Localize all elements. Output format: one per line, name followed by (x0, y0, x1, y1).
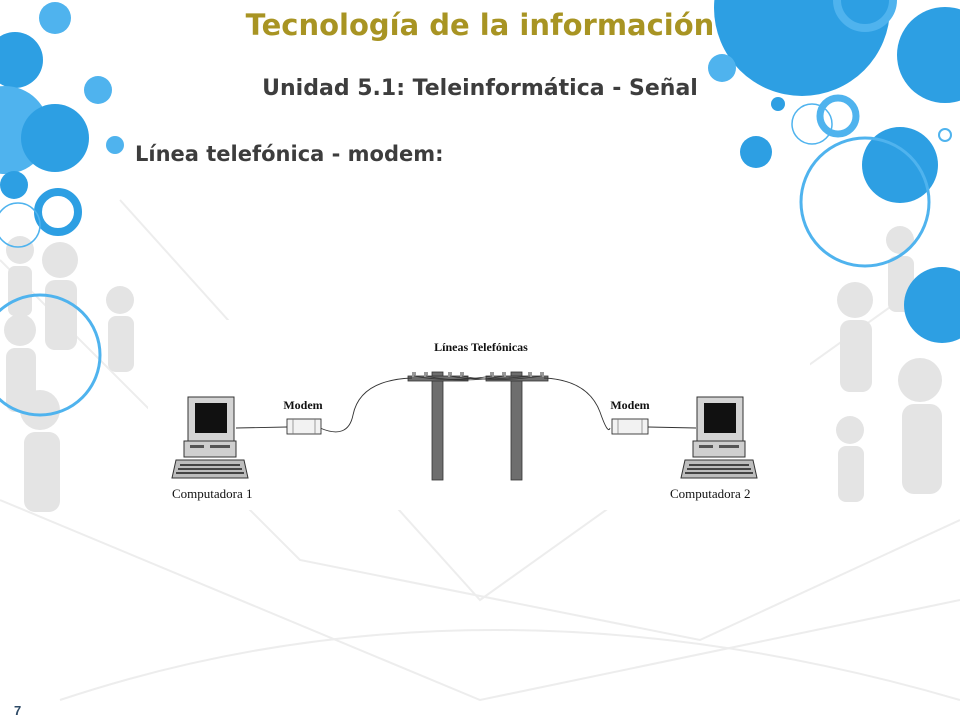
page-number: 7 (14, 703, 22, 718)
modem-right (611, 418, 649, 435)
computer-2-label: Computadora 2 (670, 486, 751, 501)
phone-lines-label: Líneas Telefónicas (434, 340, 528, 354)
cable-pole-to-right (543, 377, 611, 431)
cable-modem-to-computer2 (647, 426, 697, 429)
cable-computer1-to-modem (235, 426, 288, 429)
people-silhouettes-right (836, 226, 942, 502)
slide-subtitle: Unidad 5.1: Teleinformática - Señal (262, 76, 698, 101)
computer-1-label: Computadora 1 (172, 486, 253, 501)
section-heading: Línea telefónica - modem: (135, 142, 444, 166)
telephone-pole-left (407, 371, 469, 481)
modem-left (286, 418, 322, 435)
phone-wires (413, 375, 543, 381)
bubbles-left (0, 2, 124, 417)
telephone-pole-right (485, 371, 549, 481)
computer-1-icon (171, 396, 249, 479)
people-silhouettes-left (4, 236, 134, 512)
slide-title: Tecnología de la información (245, 8, 715, 42)
modem-phone-line-diagram: Líneas Telefónicas (148, 320, 810, 510)
modem-left-label: Modem (283, 398, 322, 412)
bubbles-right (708, 0, 960, 343)
computer-2-icon (680, 396, 758, 479)
modem-right-label: Modem (610, 398, 649, 412)
cable-left-to-pole (319, 377, 413, 433)
